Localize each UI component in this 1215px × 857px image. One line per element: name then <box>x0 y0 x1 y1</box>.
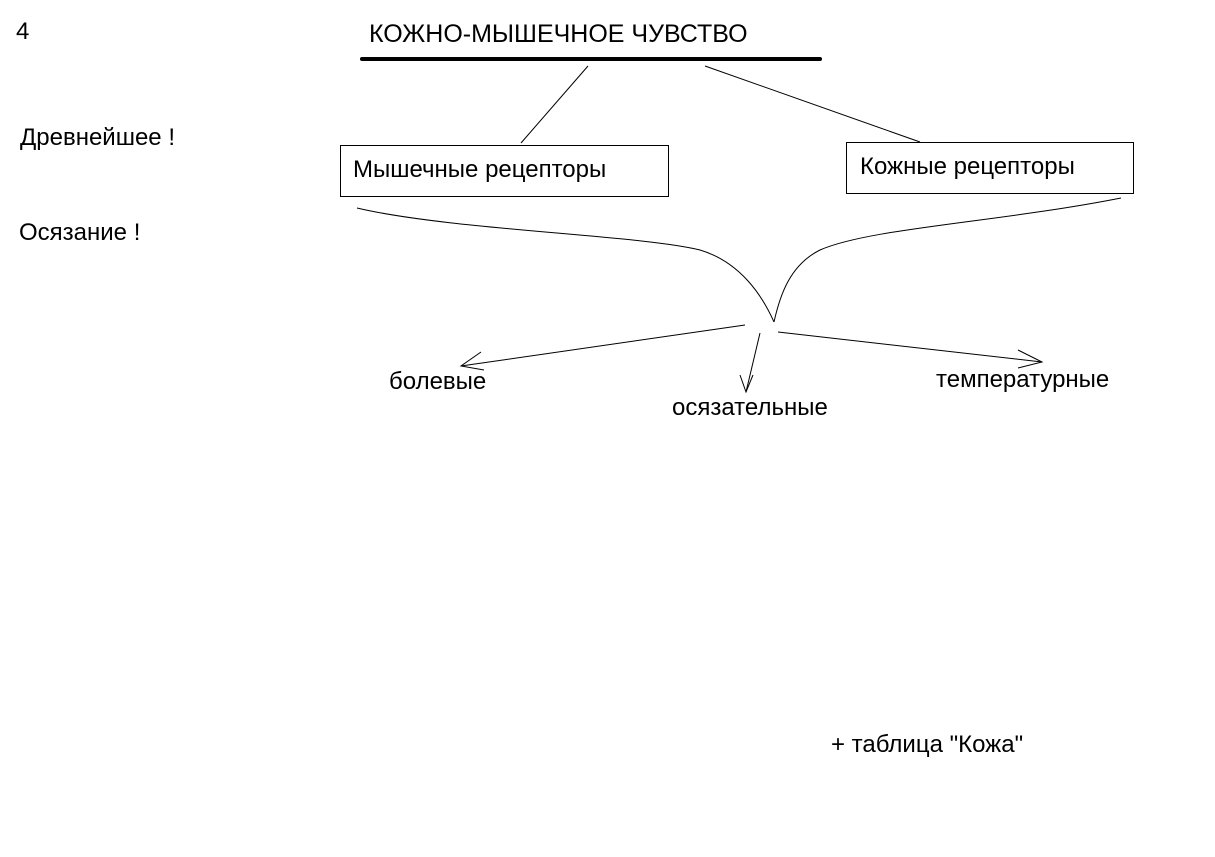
connector-title-skin <box>704 65 921 143</box>
footnote-skin-table: + таблица "Кожа" <box>831 731 1024 758</box>
note-ancient: Древнейшее ! <box>20 124 175 151</box>
pain-receptors-label: болевые <box>389 368 487 395</box>
arrow-tactile <box>745 332 761 393</box>
muscle-receptors-label: Мышечные рецепторы <box>353 156 607 183</box>
slide-number: 4 <box>16 18 30 45</box>
tactile-receptors-label: осязательные <box>672 394 828 421</box>
connector-title-muscle <box>520 65 589 144</box>
page-title: КОЖНО-МЫШЕЧНОЕ ЧУВСТВО <box>369 20 748 48</box>
muscle-receptors-box: Мышечные рецепторы <box>340 145 669 197</box>
arrow-temperature-head <box>1017 349 1044 369</box>
arrow-pain <box>460 324 746 367</box>
curve-muscle-to-center <box>356 207 775 323</box>
note-touch: Осязание ! <box>19 219 141 246</box>
temperature-receptors-label: температурные <box>936 366 1110 393</box>
arrow-tactile-head <box>739 374 754 394</box>
curve-skin-to-center <box>773 197 1122 323</box>
arrow-pain-head <box>459 351 485 371</box>
skin-receptors-box: Кожные рецепторы <box>846 142 1134 194</box>
skin-receptors-label: Кожные рецепторы <box>860 153 1075 180</box>
arrow-temperature <box>777 331 1043 363</box>
